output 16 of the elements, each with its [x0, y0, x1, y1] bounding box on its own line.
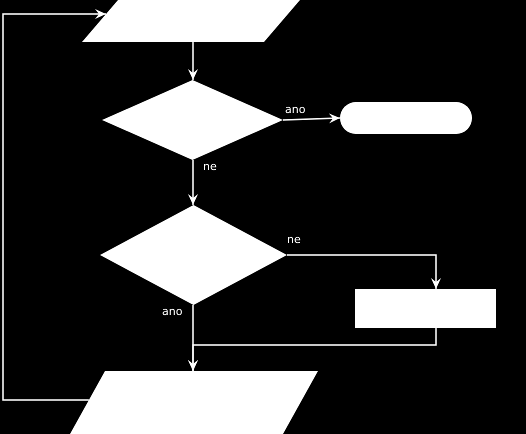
- arrow: [287, 254, 441, 289]
- arrow: [188, 328, 437, 371]
- edge-label: ne: [202, 161, 218, 173]
- terminator-shape: [340, 102, 472, 134]
- arrow: [282, 113, 340, 124]
- parallelogram-shape: [82, 0, 300, 42]
- arrow: [188, 42, 198, 80]
- edge-label: ano: [284, 104, 306, 116]
- edge-label: ano: [161, 306, 184, 318]
- parallelogram-shape: [70, 371, 318, 434]
- edge-label: ne: [286, 234, 302, 246]
- arrow: [188, 160, 198, 205]
- process-box: [355, 289, 496, 328]
- decision-diamond: [100, 205, 287, 305]
- arrow: [2, 9, 106, 401]
- decision-diamond: [102, 80, 283, 160]
